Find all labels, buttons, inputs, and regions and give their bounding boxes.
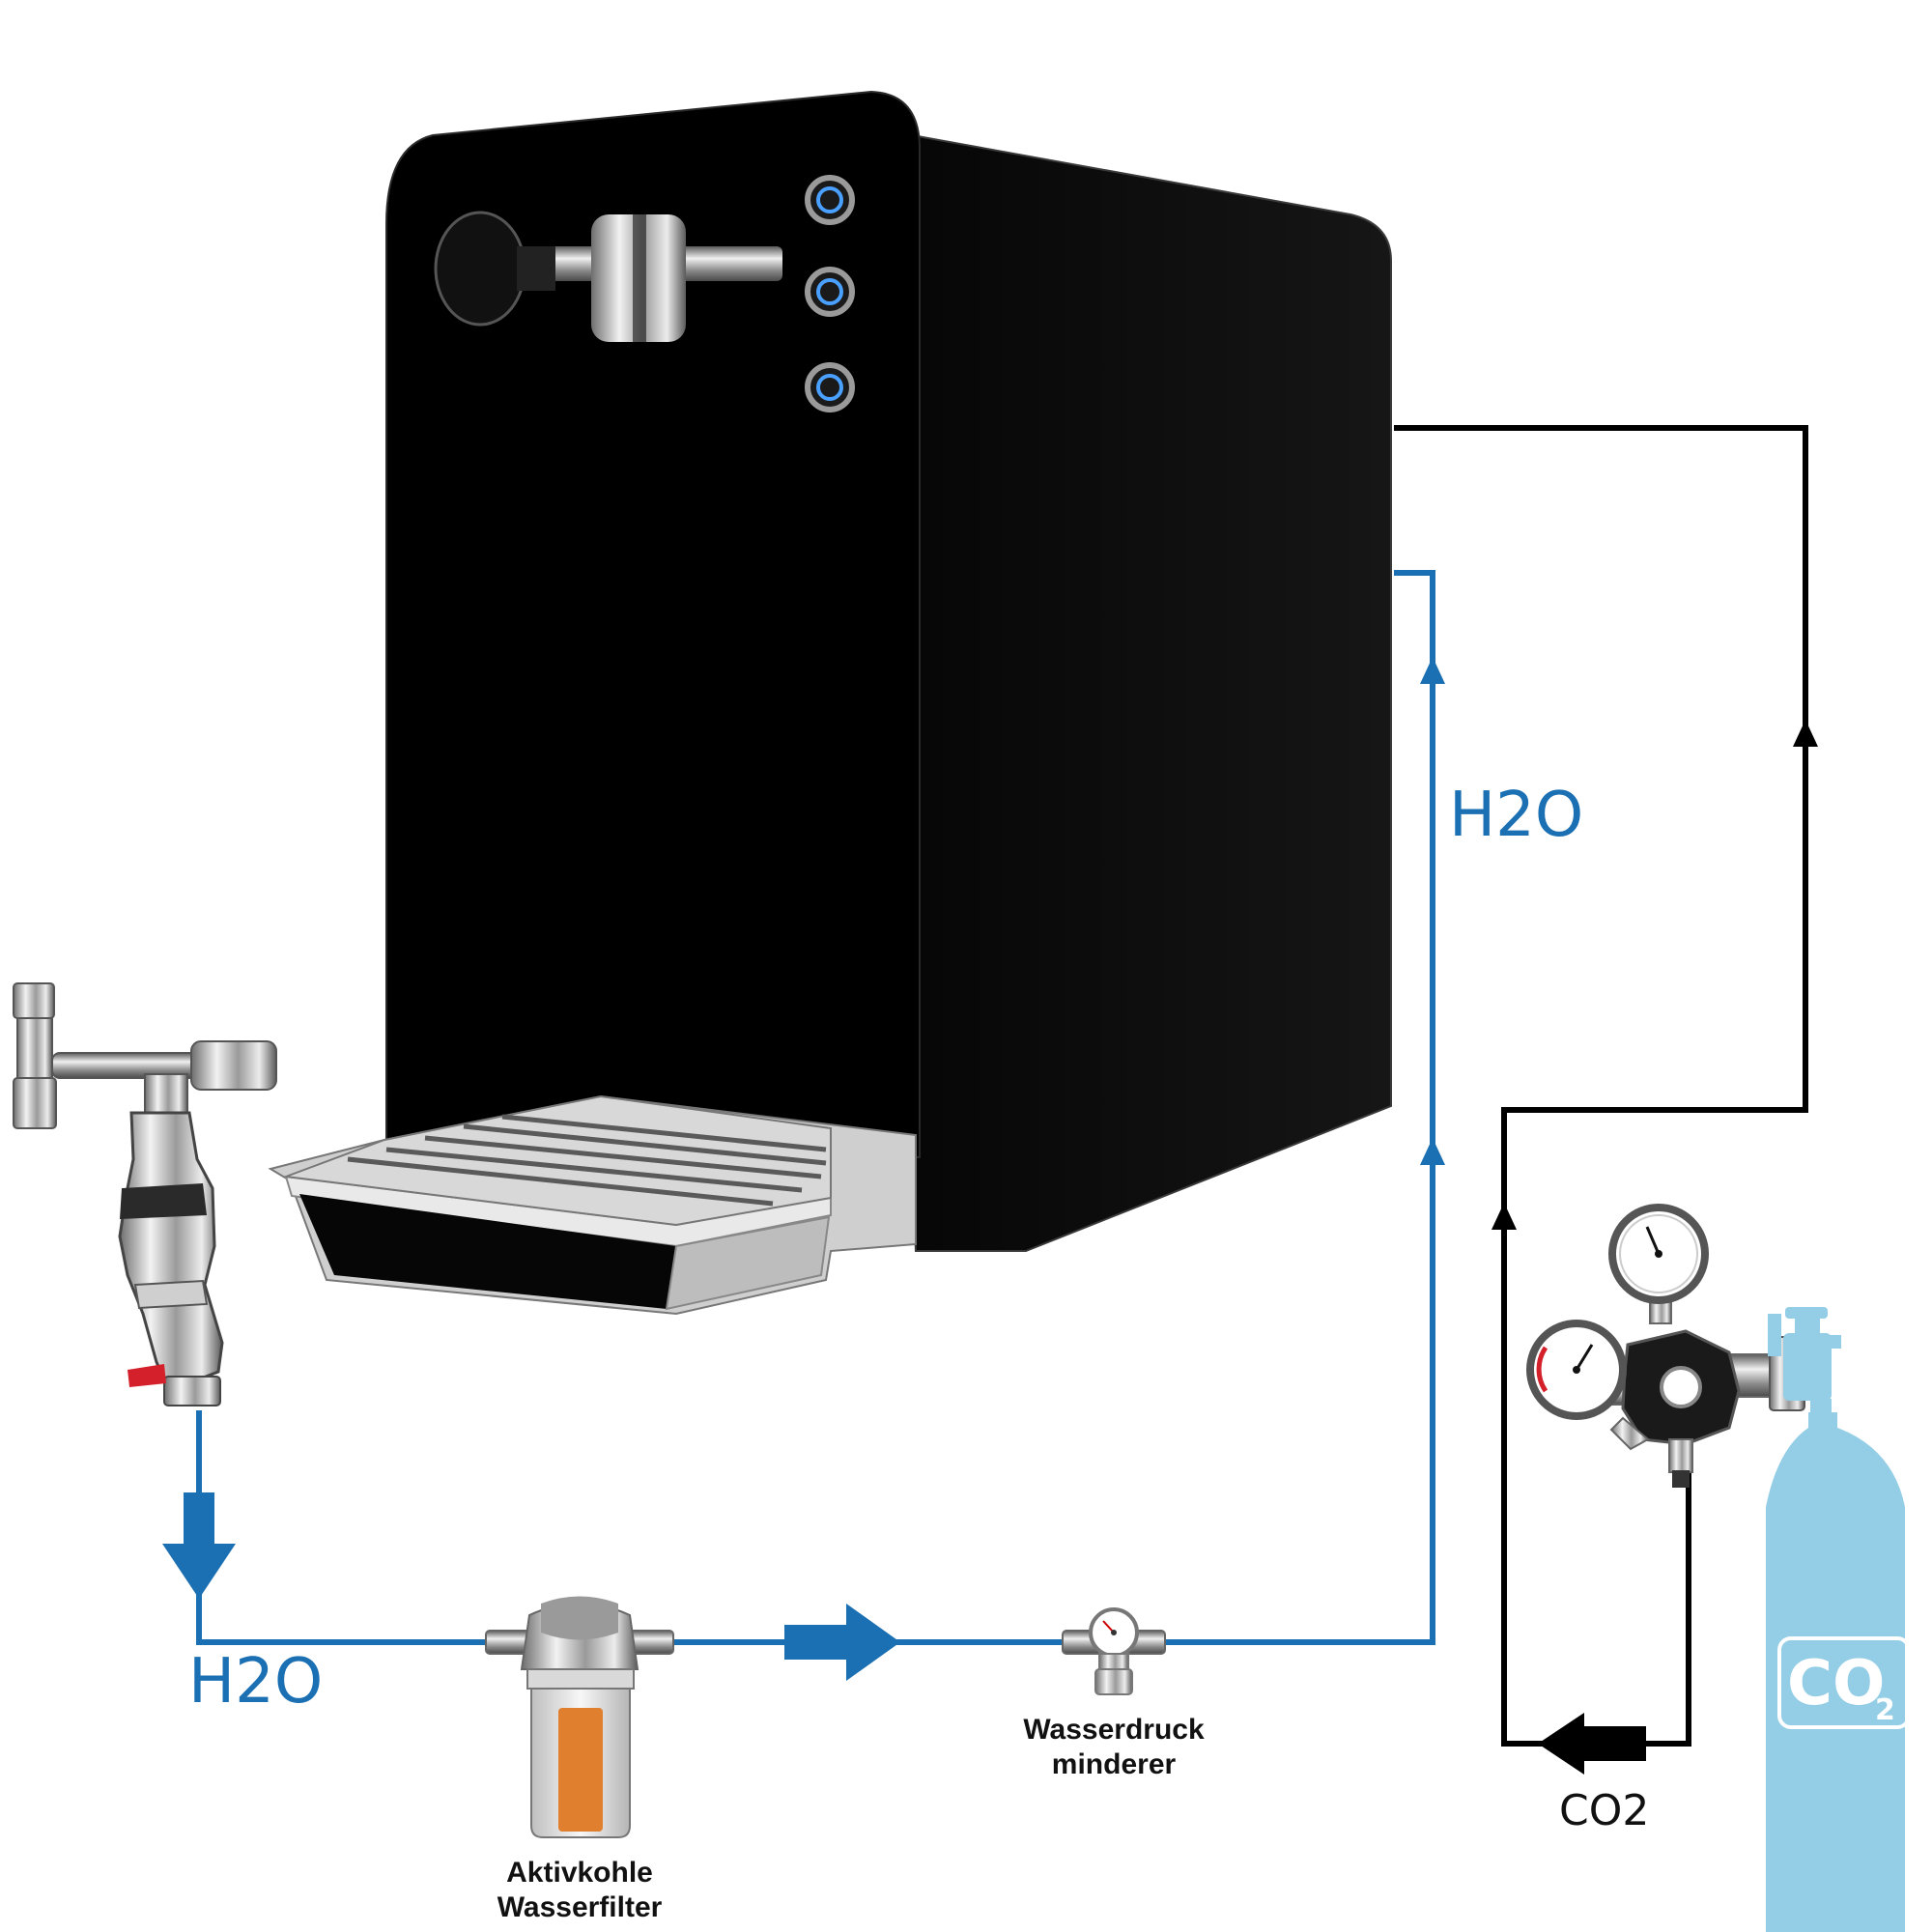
dispenser-button-top[interactable] [805,175,855,225]
co2-tank-subscript: 2 [1875,1693,1895,1727]
arrow-up-icon [1793,720,1818,747]
reducer-label-line1: Wasserdruck [1023,1714,1205,1746]
arrow-down-icon [162,1492,236,1599]
arrow-left-icon [1538,1713,1646,1775]
pressure-reducer-icon [1062,1607,1166,1695]
angle-valve-tap-icon [13,982,277,1406]
filter-cartridge-icon [558,1708,603,1832]
dispenser-button-bottom[interactable] [805,362,855,412]
co2-tank-badge [1777,1636,1911,1729]
water-filter-icon [485,1596,674,1838]
co2-tank-label: CO [1787,1648,1885,1719]
h2o-label-upper: H2O [1449,780,1583,851]
co2-flow-arrows [1492,720,1818,1775]
h2o-label-lower: H2O [188,1646,323,1718]
water-dispenser-icon [268,90,1392,1316]
co2-pressure-regulator-icon [1526,1204,1805,1488]
dispenser-side-panel [867,126,1392,1252]
arrow-up-icon [1420,657,1445,684]
co2-label: CO2 [1559,1786,1649,1835]
dispenser-button-middle[interactable] [805,267,855,317]
low-pressure-gauge-icon [1526,1320,1627,1420]
arrow-up-icon [1492,1203,1517,1230]
arrow-right-icon [784,1604,900,1681]
reducer-label-line2: minderer [1052,1748,1177,1780]
dispensing-nozzle-icon [434,211,782,342]
filter-label-line2: Wasserfilter [497,1891,663,1923]
high-pressure-gauge-icon [1608,1204,1709,1304]
filter-label-line1: Aktivkohle [506,1857,653,1889]
tap-handle-icon [128,1364,166,1387]
arrow-up-icon [1420,1138,1445,1165]
co2-line [1394,425,1808,1747]
co2-cylinder-icon: CO 2 [1766,1307,1911,1932]
co2-line-to-dispenser [1394,425,1808,1747]
water-flow-arrows [162,657,1445,1681]
drip-tray-icon [268,1094,917,1316]
